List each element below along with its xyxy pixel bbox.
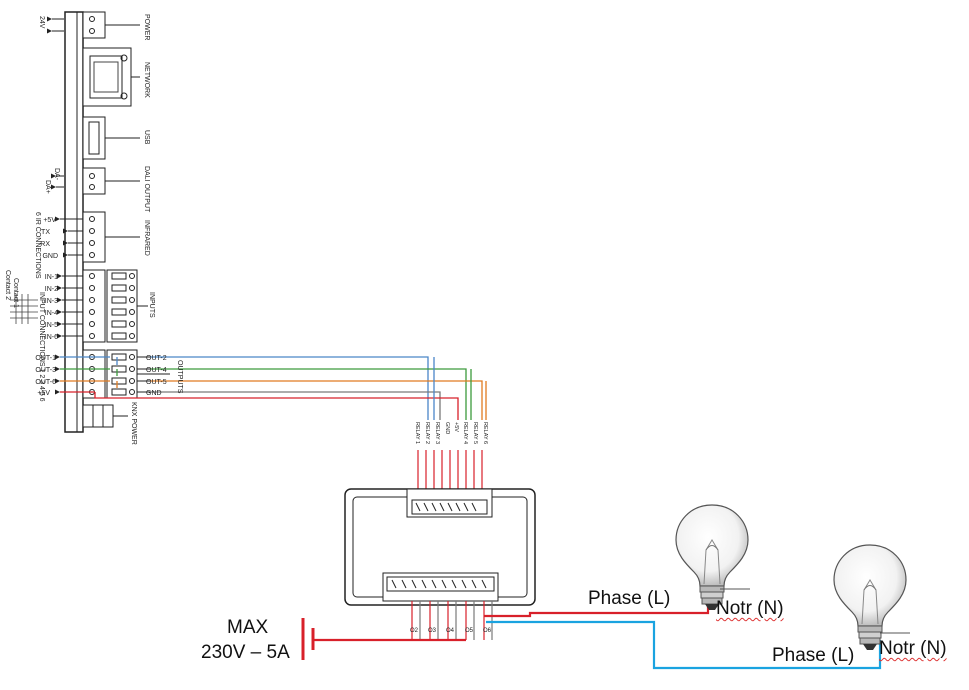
neutral-label-lamp2: Notr (N) (879, 638, 947, 659)
section-knx-power-label: KNX POWER (130, 402, 137, 445)
relay-module (344, 488, 536, 606)
wire-out2-relay1 (60, 356, 429, 420)
wire-gnd (150, 391, 441, 420)
phase-label-lamp2: Phase (L) (772, 645, 855, 666)
relay-terminal-label: RELAY 5 (472, 422, 478, 444)
neutral-label-lamp1: Notr (N) (716, 598, 784, 619)
phase-label-lamp1: Phase (L) (588, 588, 671, 609)
section-inputs-label: INPUTS (148, 292, 155, 318)
wire-out5-relay6 (60, 380, 483, 420)
section-network-label: NETWORK (143, 62, 150, 98)
input-pin-label: IN-1 (45, 274, 58, 281)
relay-terminal-label: +5V (453, 422, 459, 432)
output-pin-label: OUT-6 (35, 379, 56, 386)
ir-note-label: 6 IR CONNECTIONS (34, 212, 41, 279)
usb-port (82, 116, 140, 160)
inputs-connector (10, 269, 148, 343)
wire-out4-relay3 (60, 368, 467, 420)
output-pin-label: OUT-4 (146, 367, 167, 374)
output-pin-label: GND (146, 390, 162, 397)
signal-wires (60, 356, 487, 420)
contact1-label: Contact 1 (12, 278, 19, 308)
ir-pin-label: RX (40, 241, 50, 248)
ir-pin-label: +5V (43, 217, 56, 224)
output-pin-label: OUT-3 (35, 367, 56, 374)
dali-connector (51, 167, 140, 195)
relay-terminal-label: RELAY 3 (434, 422, 440, 444)
input-note-label: INPUT CONNECTIONS 1 2 3 4 5 6 (38, 292, 45, 402)
power-connector (47, 11, 140, 39)
relay-output-label: O5 (465, 628, 474, 634)
section-dali-label: DALI OUTPUT (143, 166, 150, 213)
relay-top-terminal (406, 488, 493, 518)
network-port (82, 47, 140, 107)
supply-symbol (301, 618, 315, 660)
light-bulb-icon (833, 544, 907, 650)
output-drop-wires (411, 601, 493, 640)
section-outputs-label: OUTPUTS (176, 360, 183, 394)
ir-pin-label: GND (42, 253, 58, 260)
phase-wire-lamp2 (486, 620, 882, 670)
section-infrared-label: INFRARED (143, 220, 150, 256)
output-pin-label: +5V (37, 390, 50, 397)
relay-terminal-label: RELAY 4 (462, 422, 468, 444)
relay-terminal-label: RELAY 2 (424, 422, 430, 444)
input-pin-label: IN-5 (45, 322, 58, 329)
section-usb-label: USB (143, 130, 150, 145)
input-pin-label: IN-6 (45, 334, 58, 341)
relay-output-label: O6 (483, 628, 492, 634)
relay-terminal-label: GND (444, 422, 450, 434)
dali-pin-label: DA+ (44, 180, 51, 194)
output-pin-label: OUT-5 (146, 379, 167, 386)
input-pin-label: IN-3 (45, 298, 58, 305)
relay-output-label: O3 (428, 628, 437, 634)
supply-rating-label: 230V – 5A (201, 642, 290, 663)
relay-bottom-terminal (382, 572, 499, 602)
dali-pin-label: DA- (53, 168, 60, 181)
relay-terminal-label: RELAY 1 (414, 422, 420, 444)
relay-output-label: O4 (446, 628, 455, 634)
wire-plus5v (60, 391, 459, 420)
output-pin-label: OUT-2 (146, 355, 167, 362)
input-pin-label: IN-4 (45, 310, 58, 317)
input-pin-label: IN-2 (45, 286, 58, 293)
infrared-connector (55, 211, 140, 263)
section-power-label: POWER (143, 14, 150, 40)
relay-output-label: O2 (410, 628, 419, 634)
power-voltage-label: 24V (38, 16, 45, 29)
ir-pin-label: TX (41, 229, 50, 236)
supply-max-label: MAX (227, 617, 269, 638)
relay-terminal-label: RELAY 6 (482, 422, 488, 444)
contact2-label: Contact 2 (4, 270, 11, 300)
knx-power-connector (82, 404, 128, 428)
output-pin-label: OUT-1 (35, 355, 56, 362)
relay-drop-wires (417, 450, 483, 490)
light-bulb-icon (675, 504, 749, 610)
